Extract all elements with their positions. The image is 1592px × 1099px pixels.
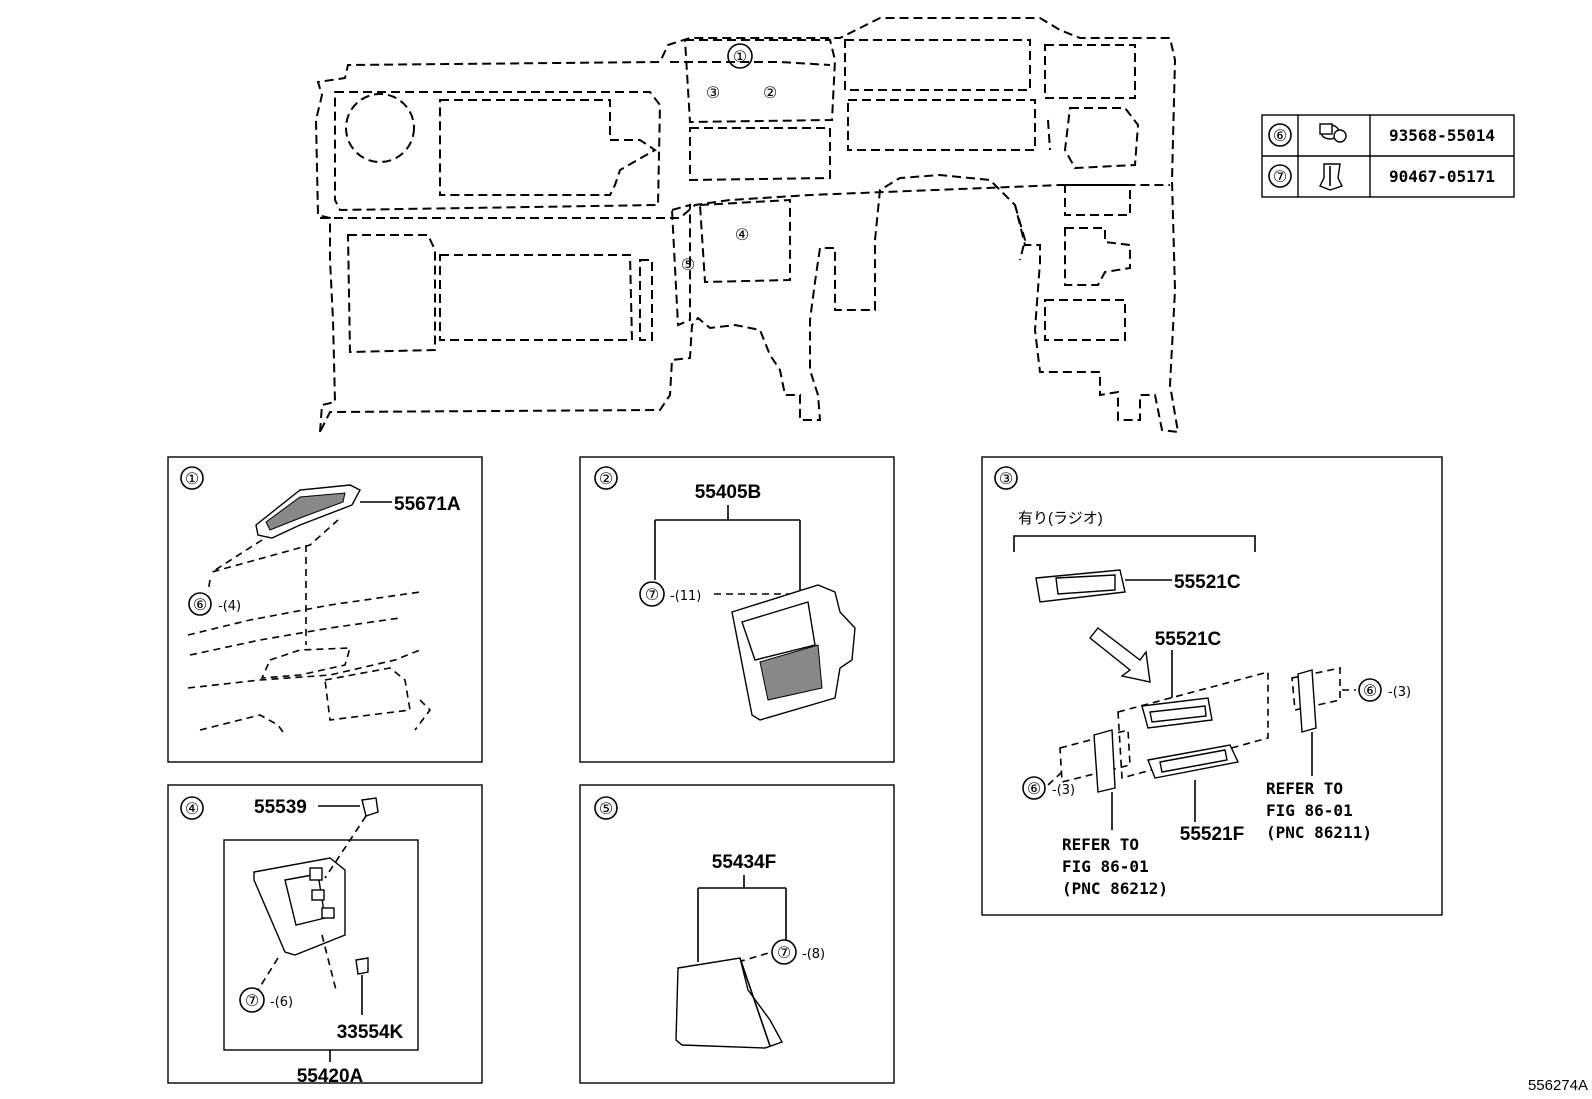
vent-part bbox=[255, 484, 361, 539]
part-label-55521C-top: 55521C bbox=[1174, 572, 1241, 593]
svg-text:⑤: ⑤ bbox=[599, 799, 613, 818]
svg-text:⑥: ⑥ bbox=[193, 595, 207, 614]
svg-text:②: ② bbox=[599, 469, 613, 488]
radio-bezel-part bbox=[1035, 569, 1126, 603]
lower-bezel-part bbox=[1147, 744, 1240, 779]
overview-callout-3: ③ bbox=[706, 83, 720, 102]
svg-text:⑦: ⑦ bbox=[245, 991, 259, 1010]
switch-panel-part bbox=[253, 857, 346, 956]
svg-text:⑦: ⑦ bbox=[645, 585, 659, 604]
svg-text:⑥: ⑥ bbox=[1273, 126, 1287, 145]
part-label-55671A: 55671A bbox=[394, 494, 461, 515]
svg-text:-(4): -(4) bbox=[218, 599, 241, 614]
panel-1: ① 55671A ⑥ -(4) bbox=[167, 456, 483, 763]
part-label-55539: 55539 bbox=[254, 797, 307, 818]
option-label: 有り(ラジオ) bbox=[1018, 510, 1103, 527]
svg-text:90467-05171: 90467-05171 bbox=[1389, 167, 1495, 186]
svg-text:REFER TO: REFER TO bbox=[1266, 779, 1343, 798]
svg-text:⑤: ⑤ bbox=[681, 255, 695, 274]
part-label-55434F: 55434F bbox=[712, 852, 776, 873]
svg-text:⑦: ⑦ bbox=[1273, 167, 1287, 186]
svg-text:FIG 86-01: FIG 86-01 bbox=[1266, 801, 1353, 820]
svg-text:FIG 86-01: FIG 86-01 bbox=[1062, 857, 1149, 876]
svg-text:②: ② bbox=[763, 83, 777, 102]
svg-text:③: ③ bbox=[999, 469, 1013, 488]
panel-5: ⑤ 55434F ⑦ -(8) bbox=[579, 784, 895, 1084]
svg-text:REFER TO: REFER TO bbox=[1062, 835, 1139, 854]
clip-icon bbox=[1319, 163, 1343, 191]
svg-text:⑥: ⑥ bbox=[1027, 779, 1041, 798]
svg-text:⑥: ⑥ bbox=[1363, 681, 1377, 700]
figure-code: 556274A bbox=[1528, 1077, 1588, 1094]
svg-text:-(3): -(3) bbox=[1052, 783, 1075, 798]
part-label-55420A: 55420A bbox=[297, 1066, 364, 1087]
overview-callout-2: ② bbox=[763, 83, 777, 102]
bezel-part bbox=[1141, 697, 1213, 729]
dashboard-overview: ① ② ③ ④ ⑤ bbox=[314, 17, 1180, 434]
svg-text:④: ④ bbox=[185, 799, 199, 818]
part-label-55521C-mid: 55521C bbox=[1155, 629, 1222, 650]
table-row: ⑥ 93568-55014 bbox=[1268, 123, 1495, 147]
svg-text:93568-55014: 93568-55014 bbox=[1389, 126, 1495, 145]
part-label-33554K: 33554K bbox=[337, 1022, 404, 1043]
overview-callout-5: ⑤ bbox=[681, 255, 695, 274]
overview-callout-4: ④ bbox=[735, 225, 749, 244]
part-label-55405B: 55405B bbox=[695, 482, 762, 503]
svg-text:④: ④ bbox=[735, 225, 749, 244]
part-label-55521F: 55521F bbox=[1180, 824, 1244, 845]
trim-piece-part bbox=[675, 957, 784, 1049]
arrow-icon bbox=[1089, 627, 1151, 683]
panel-4: ④ 55539 ⑦ -(6) 33554K 55420A bbox=[167, 784, 483, 1087]
parts-table: ⑥ 93568-55014 ⑦ 90467-05171 bbox=[1261, 114, 1515, 198]
svg-text:-(6): -(6) bbox=[270, 995, 293, 1010]
svg-text:⑦: ⑦ bbox=[777, 943, 791, 962]
panel-3: ③ 有り(ラジオ) 55521C 55521C bbox=[981, 456, 1443, 916]
svg-text:-(11): -(11) bbox=[670, 589, 701, 604]
panel-2: ② 55405B ⑦ -(11) bbox=[579, 456, 895, 763]
svg-text:①: ① bbox=[733, 47, 747, 66]
table-row: ⑦ 90467-05171 bbox=[1268, 163, 1495, 191]
svg-text:(PNC 86212): (PNC 86212) bbox=[1062, 879, 1168, 898]
svg-text:③: ③ bbox=[706, 83, 720, 102]
overview-callout-1: ① bbox=[727, 43, 753, 69]
svg-text:①: ① bbox=[185, 469, 199, 488]
bolt-icon bbox=[1319, 123, 1347, 143]
svg-text:-(8): -(8) bbox=[802, 947, 825, 962]
svg-text:(PNC 86211): (PNC 86211) bbox=[1266, 823, 1372, 842]
trim-panel-part bbox=[731, 584, 856, 721]
svg-text:-(3): -(3) bbox=[1388, 685, 1411, 700]
